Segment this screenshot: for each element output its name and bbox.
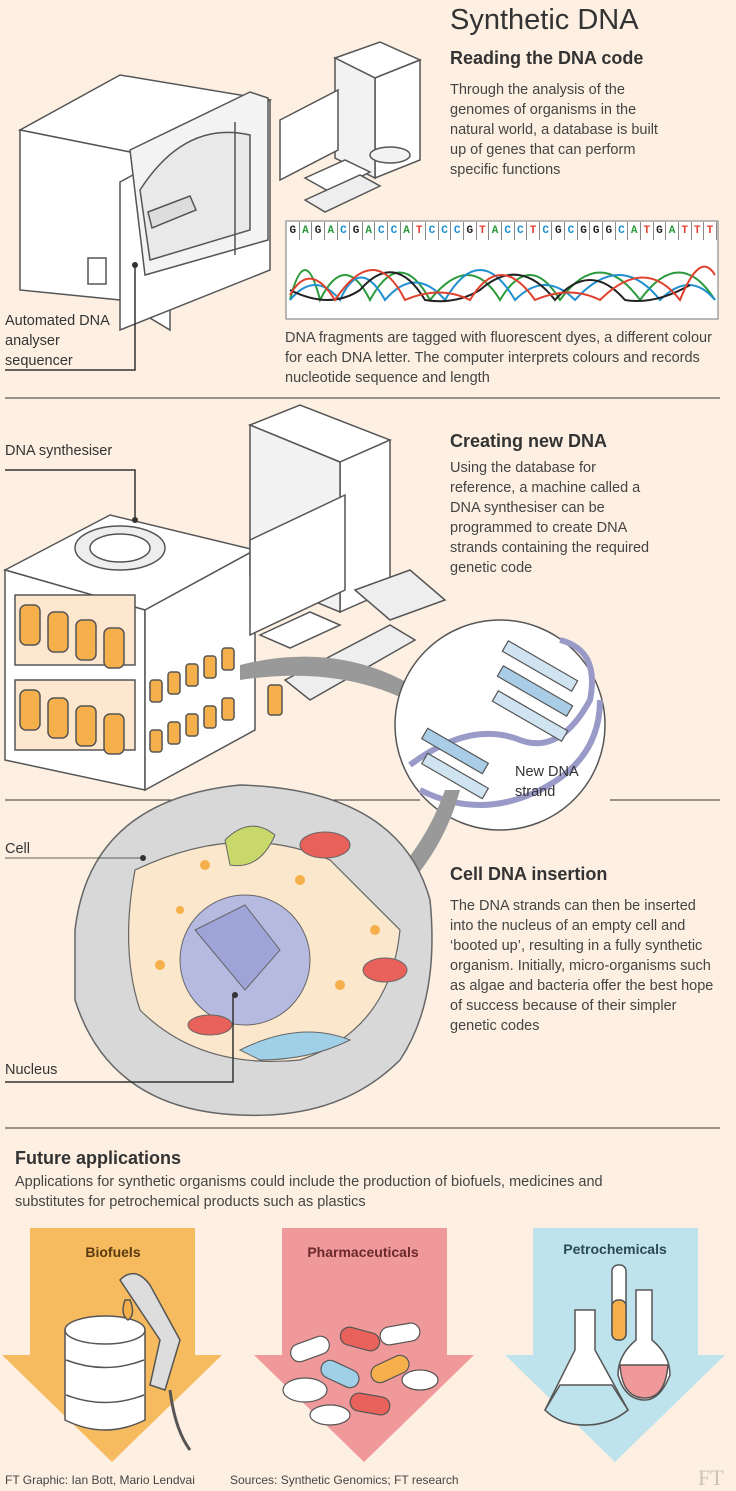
chromatogram-traces (289, 265, 716, 303)
ft-logo: FT (698, 1465, 724, 1490)
reading-body: Through the analysis of the genomes of o… (450, 82, 658, 178)
sequence-letter: T (527, 222, 540, 240)
biofuels-label: Biofuels (85, 1244, 141, 1260)
chromatogram-box (285, 220, 719, 320)
sequence-letter: T (692, 222, 705, 240)
creating-body: Using the database for reference, a mach… (450, 460, 650, 576)
petrochemicals-label: Petrochemicals (563, 1241, 667, 1257)
synth-leader (5, 469, 136, 520)
future-heading: Future applications (15, 1148, 182, 1168)
fragments-text: DNA fragments are tagged with fluorescen… (285, 330, 712, 386)
sequence-letter: G (552, 222, 566, 240)
sequence-letter: C (338, 222, 351, 240)
sequencer-leader (5, 265, 136, 371)
sequence-letter: G (654, 222, 667, 240)
dna-synthesiser (2, 514, 283, 792)
insertion-body: The DNA strands can then be inserted int… (450, 898, 714, 1034)
sequence-letter: T (413, 222, 427, 240)
synth-to-dna-arrow (240, 656, 450, 720)
dna-strand-label: New DNA strand (515, 764, 578, 800)
sequence-letter: A (401, 222, 414, 240)
cell-illustration (74, 784, 433, 1117)
sequence-letter: G (578, 222, 591, 240)
sources: Sources: Synthetic Genomics; FT research (230, 1473, 459, 1487)
sequence-letter: A (489, 222, 502, 240)
sequence-letter: C (565, 222, 578, 240)
sequence-letter: A (363, 222, 376, 240)
nucleus-leader (5, 995, 234, 1083)
sequencer-machine (17, 74, 273, 332)
sequence-letter: C (375, 222, 389, 240)
sequence-letter: T (477, 222, 490, 240)
fuel-barrel-icon (64, 1272, 192, 1451)
sequence-letter: T (641, 222, 654, 240)
sequence-letter: G (464, 222, 477, 240)
sequence-letter: G (350, 222, 363, 240)
sequence-letter: T (704, 222, 717, 240)
credit: FT Graphic: Ian Bott, Mario Lendvai (5, 1473, 195, 1487)
sequence-letter: G (287, 222, 300, 240)
sequence-letter: C (426, 222, 439, 240)
pharmaceuticals-label: Pharmaceuticals (307, 1244, 419, 1260)
synthesiser-label: DNA synthesiser (5, 443, 113, 459)
sequence-letter: G (590, 222, 604, 240)
reading-heading: Reading the DNA code (450, 48, 644, 68)
nucleus-label: Nucleus (5, 1062, 58, 1078)
sequence-letter: G (603, 222, 616, 240)
creating-heading: Creating new DNA (450, 431, 608, 451)
sequence-letter: C (616, 222, 629, 240)
sequence-letter: C (502, 222, 515, 240)
sequence-letter: C (439, 222, 452, 240)
sequence-letter: C (515, 222, 528, 240)
insertion-heading: Cell DNA insertion (450, 864, 608, 884)
future-body: Applications for synthetic organisms cou… (15, 1174, 603, 1210)
sequence-letter: A (666, 222, 679, 240)
computer-sequencer (279, 41, 422, 213)
pills-icon (282, 1322, 439, 1426)
sequence-letter: A (325, 222, 338, 240)
sequence-letter: C (388, 222, 401, 240)
page-title: Synthetic DNA (450, 4, 639, 36)
flasks-icon (544, 1264, 671, 1426)
computer-synthesiser (248, 404, 447, 701)
sequence-letter: G (312, 222, 325, 240)
sequence-letter: T (679, 222, 692, 240)
sequence-letter: A (628, 222, 641, 240)
sequence-letter: A (300, 222, 313, 240)
cell-label: Cell (5, 841, 30, 857)
sequencer-label: Automated DNA analyser sequencer (5, 313, 109, 369)
sequence-letter: C (451, 222, 464, 240)
sequence-letter: C (540, 222, 553, 240)
petrochemicals-arrow (505, 1228, 725, 1462)
